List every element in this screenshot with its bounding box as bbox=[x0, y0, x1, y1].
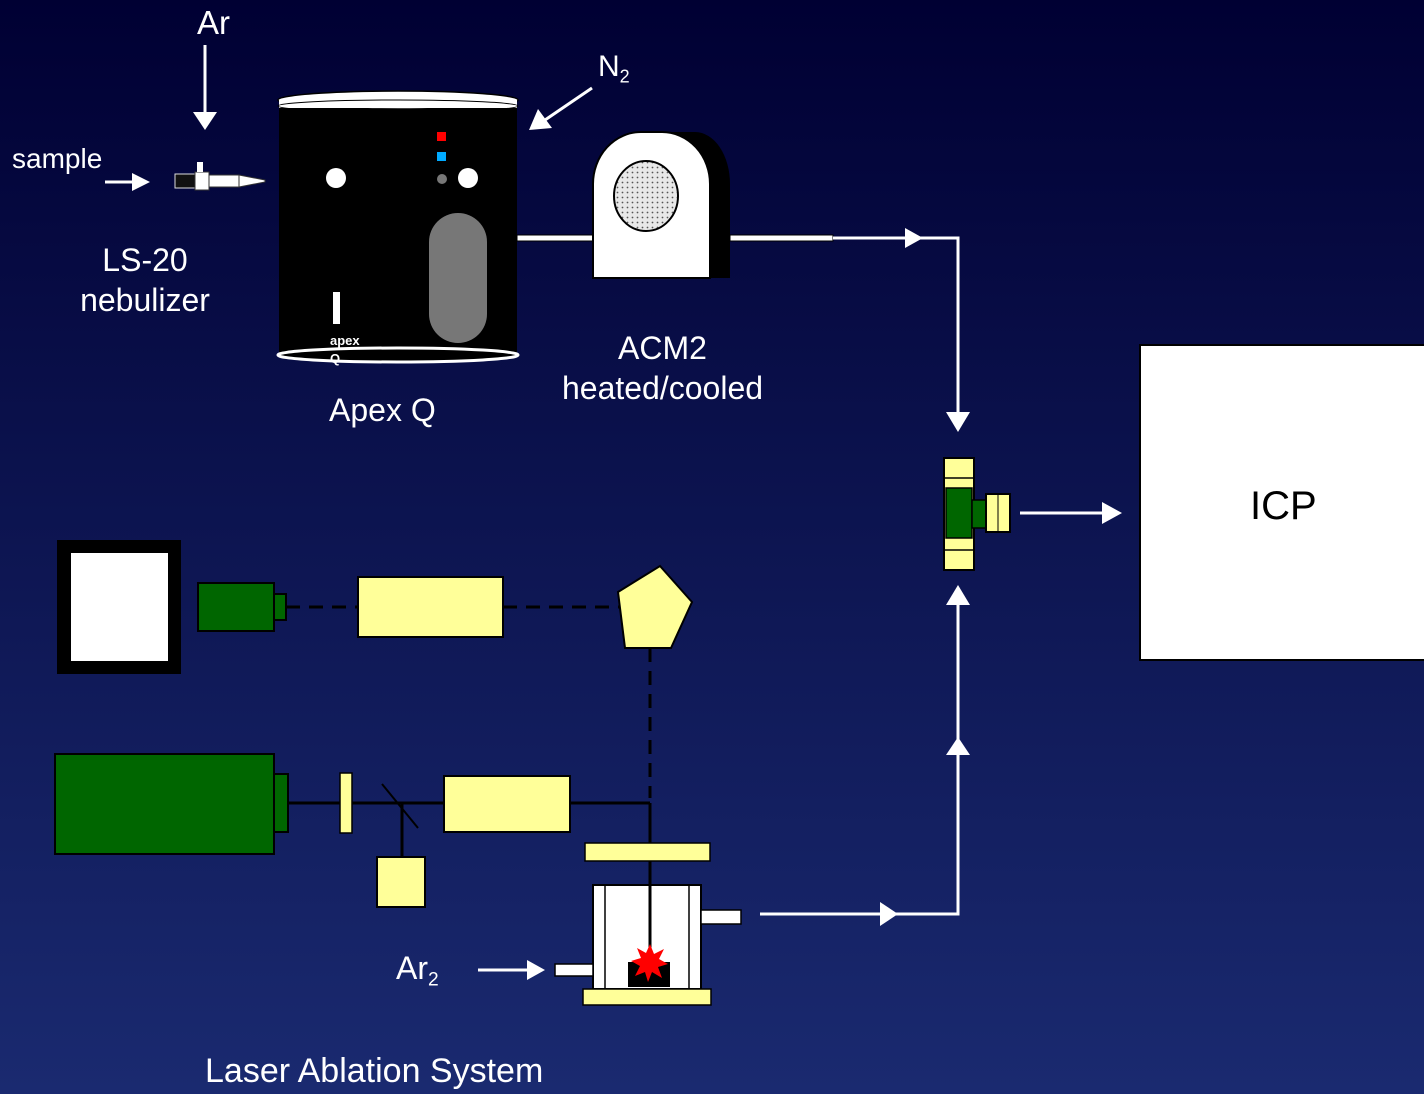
acm2-label: ACM2 heated/cooled bbox=[530, 328, 795, 408]
n2-subscript: 2 bbox=[619, 66, 630, 87]
beam-splitter bbox=[381, 783, 419, 829]
icp-box bbox=[1139, 344, 1424, 661]
camera-green-unit bbox=[197, 582, 287, 632]
ar2-inlet-arrow bbox=[478, 960, 545, 980]
nebulizer-label: LS-20 nebulizer bbox=[45, 240, 245, 320]
sample-inlet-arrow bbox=[105, 173, 150, 191]
apex-small-line2: Q bbox=[330, 350, 341, 366]
filter-plate bbox=[339, 772, 353, 834]
apex-small-label: apex Q bbox=[330, 332, 360, 367]
acm2-label-line1: ACM2 bbox=[618, 330, 707, 366]
camera-monitor bbox=[57, 540, 181, 674]
apex-acm2-tube bbox=[516, 234, 598, 242]
ablation-cell bbox=[554, 842, 742, 1006]
t-junction bbox=[943, 457, 1011, 571]
ar2-label: Ar2 bbox=[396, 950, 439, 992]
sample-label: sample bbox=[12, 143, 103, 174]
ablation-spark bbox=[631, 944, 668, 982]
top-flow-path bbox=[833, 228, 970, 432]
nebulizer-label-line1: LS-20 bbox=[102, 242, 188, 278]
ar-inlet-arrow bbox=[193, 45, 217, 130]
ar2-main-text: Ar bbox=[396, 950, 428, 986]
n2-inlet-arrow bbox=[529, 86, 593, 130]
optic-block-bottom bbox=[443, 775, 571, 833]
ar-label: Ar bbox=[197, 4, 230, 41]
ar2-subscript: 2 bbox=[428, 969, 439, 991]
laser-system-label: Laser Ablation System bbox=[205, 1052, 544, 1090]
apex-q-label: Apex Q bbox=[329, 392, 436, 428]
pentaprism bbox=[616, 564, 694, 649]
acm2-outlet-tube bbox=[729, 234, 834, 242]
acm2-unit bbox=[592, 131, 730, 279]
to-icp-arrow bbox=[1020, 502, 1122, 524]
apex-q-unit bbox=[276, 90, 520, 364]
n2-label: N2 bbox=[598, 50, 630, 87]
icp-label: ICP bbox=[1250, 484, 1317, 528]
optical-dashed-path bbox=[286, 605, 652, 798]
n2-main-text: N bbox=[598, 50, 620, 83]
acm2-label-line2: heated/cooled bbox=[561, 370, 764, 406]
apex-small-line1: apex bbox=[330, 333, 360, 348]
optic-block-top bbox=[357, 576, 504, 638]
detector-box bbox=[376, 856, 426, 908]
ls20-nebulizer bbox=[174, 162, 266, 191]
bottom-flow-path bbox=[760, 585, 970, 926]
nebulizer-label-line2: nebulizer bbox=[80, 282, 210, 318]
laser-source bbox=[54, 753, 289, 855]
